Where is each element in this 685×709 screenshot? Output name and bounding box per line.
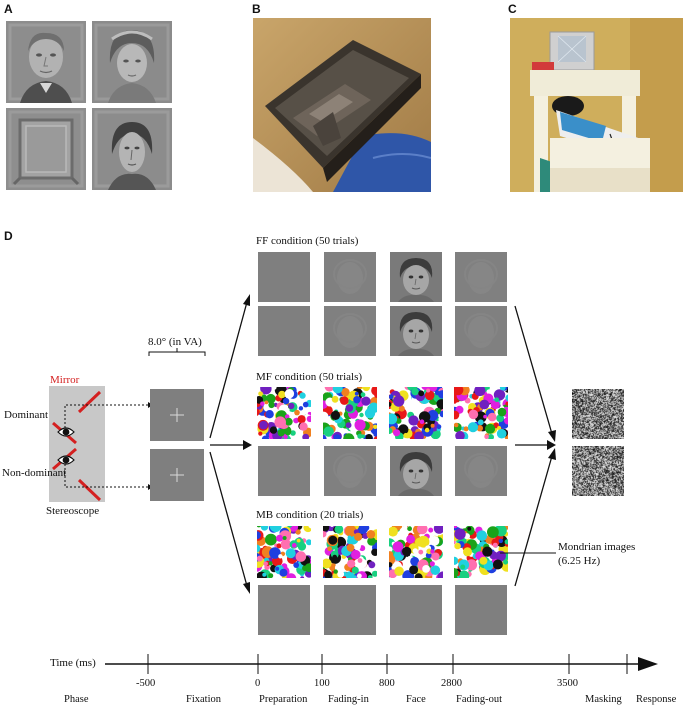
- mf-bottom-fading-in-frame: [324, 446, 376, 496]
- phase-label-response: Response: [636, 694, 677, 705]
- mri-scanner-photo: [510, 18, 683, 192]
- mf-top-preparation-mondrian: [257, 387, 311, 439]
- mf-condition-title: MF condition (50 trials): [256, 371, 363, 383]
- ff-bottom-face-frame: [390, 306, 442, 356]
- mb-top-fading-in-mondrian: [323, 526, 377, 578]
- ff-bottom-preparation-frame: [258, 306, 310, 356]
- panel-letter-b: B: [252, 2, 261, 16]
- portrait-image-4: [92, 108, 172, 190]
- phase-label-face: Face: [406, 694, 426, 705]
- phase-label-fixation: Fixation: [186, 694, 222, 705]
- mb-top-face-mondrian: [389, 526, 443, 578]
- timeline-tick-label: 100: [314, 678, 330, 689]
- phase-label-preparation: Preparation: [259, 694, 308, 705]
- masking-noise-top: [572, 389, 624, 439]
- ff-top-face-frame: [390, 252, 442, 302]
- timeline-tick-label: 3500: [557, 678, 578, 689]
- phase-label-fading-in: Fading-in: [328, 694, 369, 705]
- stereoscope-label: Stereoscope: [46, 505, 100, 517]
- visual-angle-label: 8.0° (in VA): [148, 336, 202, 348]
- mf-bottom-fading-out-frame: [455, 446, 507, 496]
- mb-bottom-fading-in-frame: [324, 585, 376, 635]
- dominant-eye-label: Dominant: [4, 409, 48, 421]
- mirror-label: Mirror: [50, 374, 80, 386]
- stereoscope-photo: [253, 18, 431, 192]
- timeline-tick-label: 800: [379, 678, 395, 689]
- ff-bottom-fading-in-frame: [324, 306, 376, 356]
- ff-bottom-fading-out-frame: [455, 306, 507, 356]
- panel-letter-a: A: [4, 2, 13, 16]
- masking-noise-bottom: [572, 446, 624, 496]
- phase-row-label: Phase: [64, 694, 89, 705]
- ff-top-preparation-frame: [258, 252, 310, 302]
- mb-top-fading-out-mondrian: [454, 526, 508, 578]
- mb-condition-title: MB condition (20 trials): [256, 509, 364, 521]
- portrait-image-1: [6, 21, 86, 103]
- portrait-image-2: [92, 21, 172, 103]
- mb-bottom-fading-out-frame: [455, 585, 507, 635]
- mondrian-label-line2: (6.25 Hz): [558, 555, 601, 567]
- ff-top-fading-in-frame: [324, 252, 376, 302]
- panel-letter-c: C: [508, 2, 517, 16]
- timeline-tick-label: -500: [136, 678, 156, 689]
- timeline-tick-label: 0: [255, 678, 261, 689]
- mondrian-label-line1: Mondrian images: [558, 541, 636, 553]
- mf-top-fading-in-mondrian: [323, 387, 377, 439]
- mf-top-face-mondrian: [389, 387, 443, 439]
- mf-top-fading-out-mondrian: [454, 387, 508, 439]
- mb-top-preparation-mondrian: [257, 526, 311, 578]
- non-dominant-eye-label: Non-dominant: [2, 467, 67, 479]
- ff-condition-title: FF condition (50 trials): [256, 235, 359, 247]
- ff-top-fading-out-frame: [455, 252, 507, 302]
- phase-label-masking: Masking: [585, 694, 622, 705]
- timeline-title: Time (ms): [50, 657, 96, 669]
- mf-bottom-preparation-frame: [258, 446, 310, 496]
- phase-label-fading-out: Fading-out: [456, 694, 503, 705]
- mb-bottom-face-frame: [390, 585, 442, 635]
- mb-bottom-preparation-frame: [258, 585, 310, 635]
- panel-letter-d: D: [4, 229, 13, 243]
- mf-bottom-face-frame: [390, 446, 442, 496]
- portrait-image-3: [6, 108, 86, 190]
- timeline-tick-label: 2800: [441, 678, 462, 689]
